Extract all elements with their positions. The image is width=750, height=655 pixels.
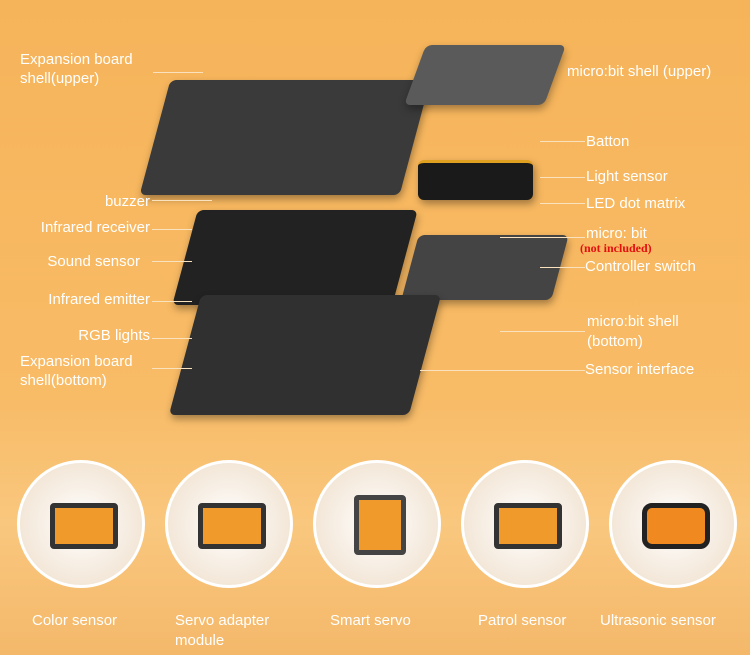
caption-color-sensor: Color sensor — [32, 612, 118, 629]
leader-line — [152, 301, 192, 302]
leader-line — [540, 203, 585, 204]
leader-line — [152, 229, 192, 230]
label-controller-switch: Controller switch — [585, 258, 696, 275]
label-light-sensor: Light sensor — [586, 168, 668, 185]
caption-patrol-sensor: Patrol sensor — [478, 612, 567, 629]
label-batton: Batton — [586, 133, 630, 150]
leader-line — [153, 72, 203, 73]
label-sound-sensor: Sound sensor — [47, 253, 140, 270]
patrol-sensor-image — [461, 460, 589, 588]
ultrasonic-sensor-image — [609, 460, 737, 588]
ultrasonic-sensor-module — [642, 503, 710, 549]
color-sensor-module — [50, 503, 118, 549]
caption-ultrasonic-sensor: Ultrasonic sensor — [600, 612, 716, 629]
expansion-board-shell-bottom — [168, 295, 442, 415]
label-infrared-receiver: Infrared receiver — [40, 219, 150, 236]
leader-line — [500, 237, 585, 238]
expansion-board — [172, 210, 418, 305]
microbit-board — [418, 160, 533, 200]
leader-line — [500, 331, 585, 332]
leader-line — [152, 338, 192, 339]
patrol-sensor-module — [494, 503, 562, 549]
leader-line — [152, 368, 192, 369]
microbit-shell-upper — [404, 45, 566, 105]
label-led-dot-matrix: LED dot matrix — [586, 195, 686, 212]
smart-servo-module — [354, 495, 406, 555]
leader-line — [420, 370, 585, 371]
label-expansion-board-shell-upper: Expansion board shell(upper) — [20, 51, 133, 87]
label-buzzer: buzzer — [104, 193, 150, 210]
leader-line — [540, 267, 585, 268]
label-microbit-shell-bottom: micro:bit shell (bottom) — [587, 313, 679, 350]
color-sensor-image — [17, 460, 145, 588]
leader-line — [152, 200, 212, 201]
smart-servo-image — [313, 460, 441, 588]
expansion-board-shell-upper — [139, 80, 431, 195]
leader-line — [540, 141, 585, 142]
servo-adapter-module — [198, 503, 266, 549]
label-expansion-board-shell-bottom: Expansion board shell(bottom) — [20, 353, 133, 389]
label-rgb-lights: RGB lights — [78, 327, 150, 344]
label-microbit: micro: bit — [586, 225, 647, 242]
label-infrared-emitter: Infrared emitter — [48, 291, 150, 308]
caption-servo-adapter: Servo adapter module — [175, 612, 270, 649]
caption-smart-servo: Smart servo — [330, 612, 411, 629]
not-included-note: (not included) — [580, 241, 652, 255]
label-sensor-interface: Sensor interface — [585, 361, 695, 378]
servo-adapter-image — [165, 460, 293, 588]
label-microbit-shell-upper: micro:bit shell (upper) — [567, 63, 712, 80]
leader-line — [152, 261, 192, 262]
leader-line — [540, 177, 585, 178]
